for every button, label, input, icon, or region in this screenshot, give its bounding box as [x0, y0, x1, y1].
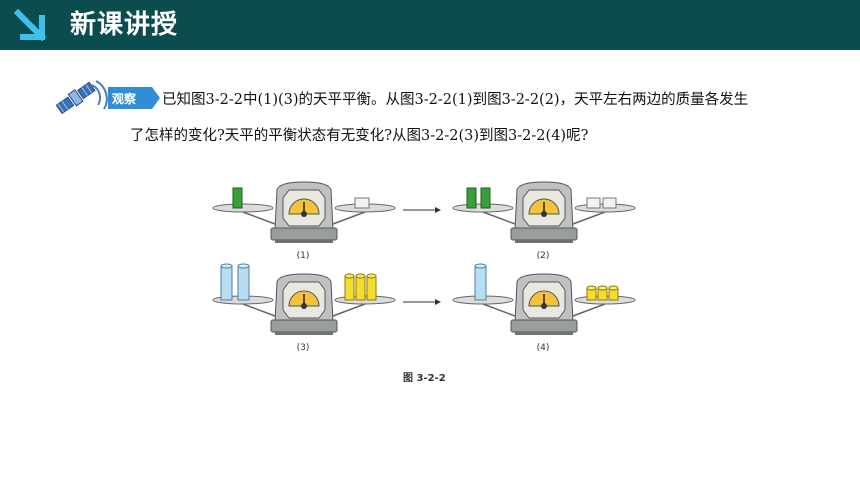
panel-label-1: (1) [297, 251, 310, 261]
arrow-down-right-icon [13, 8, 47, 42]
figure-caption: 图 3-2-2 [403, 373, 446, 384]
balance-figure: (1) (2) (3) (4) [212, 181, 636, 353]
satellite-icon [55, 80, 160, 115]
question-line-1: 已知图3-2-2中(1)(3)的天平平衡。从图3-2-2(1)到图3-2-2(2… [162, 92, 749, 108]
page-title: 新课讲授 [70, 10, 179, 40]
header-bar: 新课讲授 [0, 0, 860, 50]
panel-label-2: (2) [537, 251, 550, 261]
balance-panel-2 [452, 181, 636, 244]
balance-panel-1 [212, 181, 396, 244]
panel-label-3: (3) [297, 343, 310, 353]
question-line-2: 了怎样的变化?天平的平衡状态有无变化?从图3-2-2(3)到图3-2-2(4)呢… [130, 128, 589, 144]
observe-badge: 观察 [112, 92, 137, 106]
balance-panel-4 [452, 263, 636, 336]
panel-label-4: (4) [537, 343, 550, 353]
balance-panel-3 [212, 263, 396, 336]
